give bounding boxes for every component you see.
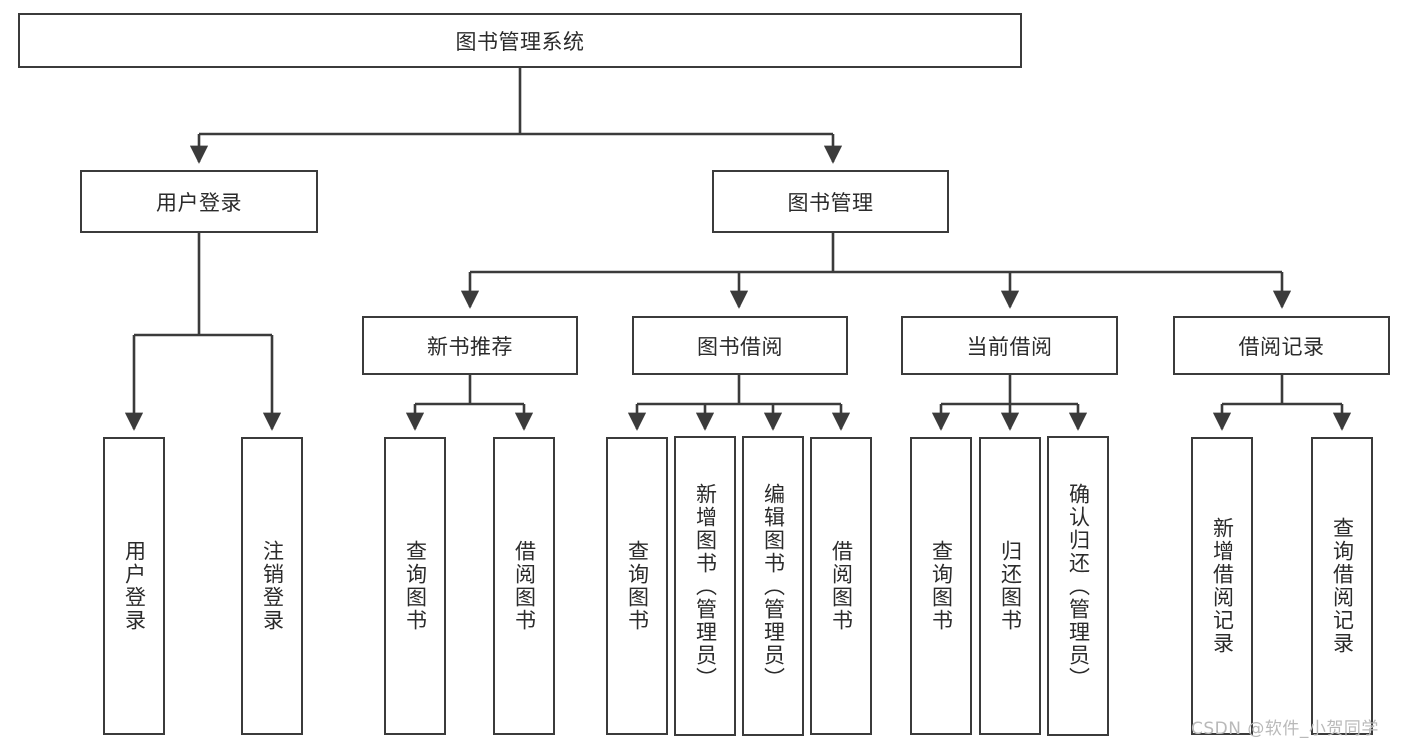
csdn-watermark: CSDN @软件_小贺同学 <box>1191 719 1379 739</box>
leaf-user-login-logout[interactable]: 注销登录 <box>241 437 303 735</box>
node-book-borrow[interactable]: 图书借阅 <box>632 316 848 375</box>
node-label: 图书借阅 <box>697 334 783 359</box>
node-label: 新增图书（管理员） <box>693 482 718 690</box>
leaf-current-borrow-return-book[interactable]: 归还图书 <box>979 437 1041 735</box>
leaf-new-book-query-book[interactable]: 查询图书 <box>384 437 446 735</box>
node-new-book-recommend[interactable]: 新书推荐 <box>362 316 578 375</box>
node-label: 用户登录 <box>122 540 147 632</box>
node-label: 新增借阅记录 <box>1210 517 1235 655</box>
node-current-borrow[interactable]: 当前借阅 <box>901 316 1118 375</box>
node-root-book-management-system[interactable]: 图书管理系统 <box>18 13 1022 68</box>
node-label: 注销登录 <box>260 540 285 632</box>
node-book-management[interactable]: 图书管理 <box>712 170 949 233</box>
node-label: 查询图书 <box>625 540 650 632</box>
node-label: 借阅图书 <box>829 540 854 632</box>
node-label: 新书推荐 <box>427 334 513 359</box>
node-label: 用户登录 <box>156 190 242 215</box>
node-label: 查询图书 <box>403 540 428 632</box>
node-label: 归还图书 <box>998 540 1023 632</box>
leaf-current-borrow-query-book[interactable]: 查询图书 <box>910 437 972 735</box>
leaf-new-book-borrow-book[interactable]: 借阅图书 <box>493 437 555 735</box>
node-label: 确认归还（管理员） <box>1066 482 1091 690</box>
leaf-book-borrow-edit-book-admin[interactable]: 编辑图书（管理员） <box>742 436 804 736</box>
node-label: 当前借阅 <box>966 334 1053 359</box>
leaf-user-login-login[interactable]: 用户登录 <box>103 437 165 735</box>
leaf-current-borrow-confirm-return-admin[interactable]: 确认归还（管理员） <box>1047 436 1109 736</box>
node-label: 借阅记录 <box>1238 334 1325 359</box>
node-borrow-record[interactable]: 借阅记录 <box>1173 316 1390 375</box>
node-label: 图书管理 <box>787 190 874 215</box>
node-label: 借阅图书 <box>512 540 537 632</box>
leaf-book-borrow-borrow-book[interactable]: 借阅图书 <box>810 437 872 735</box>
node-label: 编辑图书（管理员） <box>761 482 786 690</box>
leaf-book-borrow-query-book[interactable]: 查询图书 <box>606 437 668 735</box>
leaf-borrow-record-query-record[interactable]: 查询借阅记录 <box>1311 437 1373 735</box>
node-label: 查询图书 <box>929 540 954 632</box>
leaf-book-borrow-add-book-admin[interactable]: 新增图书（管理员） <box>674 436 736 736</box>
node-user-login[interactable]: 用户登录 <box>80 170 318 233</box>
node-label: 图书管理系统 <box>455 29 585 54</box>
leaf-borrow-record-add-record[interactable]: 新增借阅记录 <box>1191 437 1253 735</box>
node-label: 查询借阅记录 <box>1330 517 1355 655</box>
